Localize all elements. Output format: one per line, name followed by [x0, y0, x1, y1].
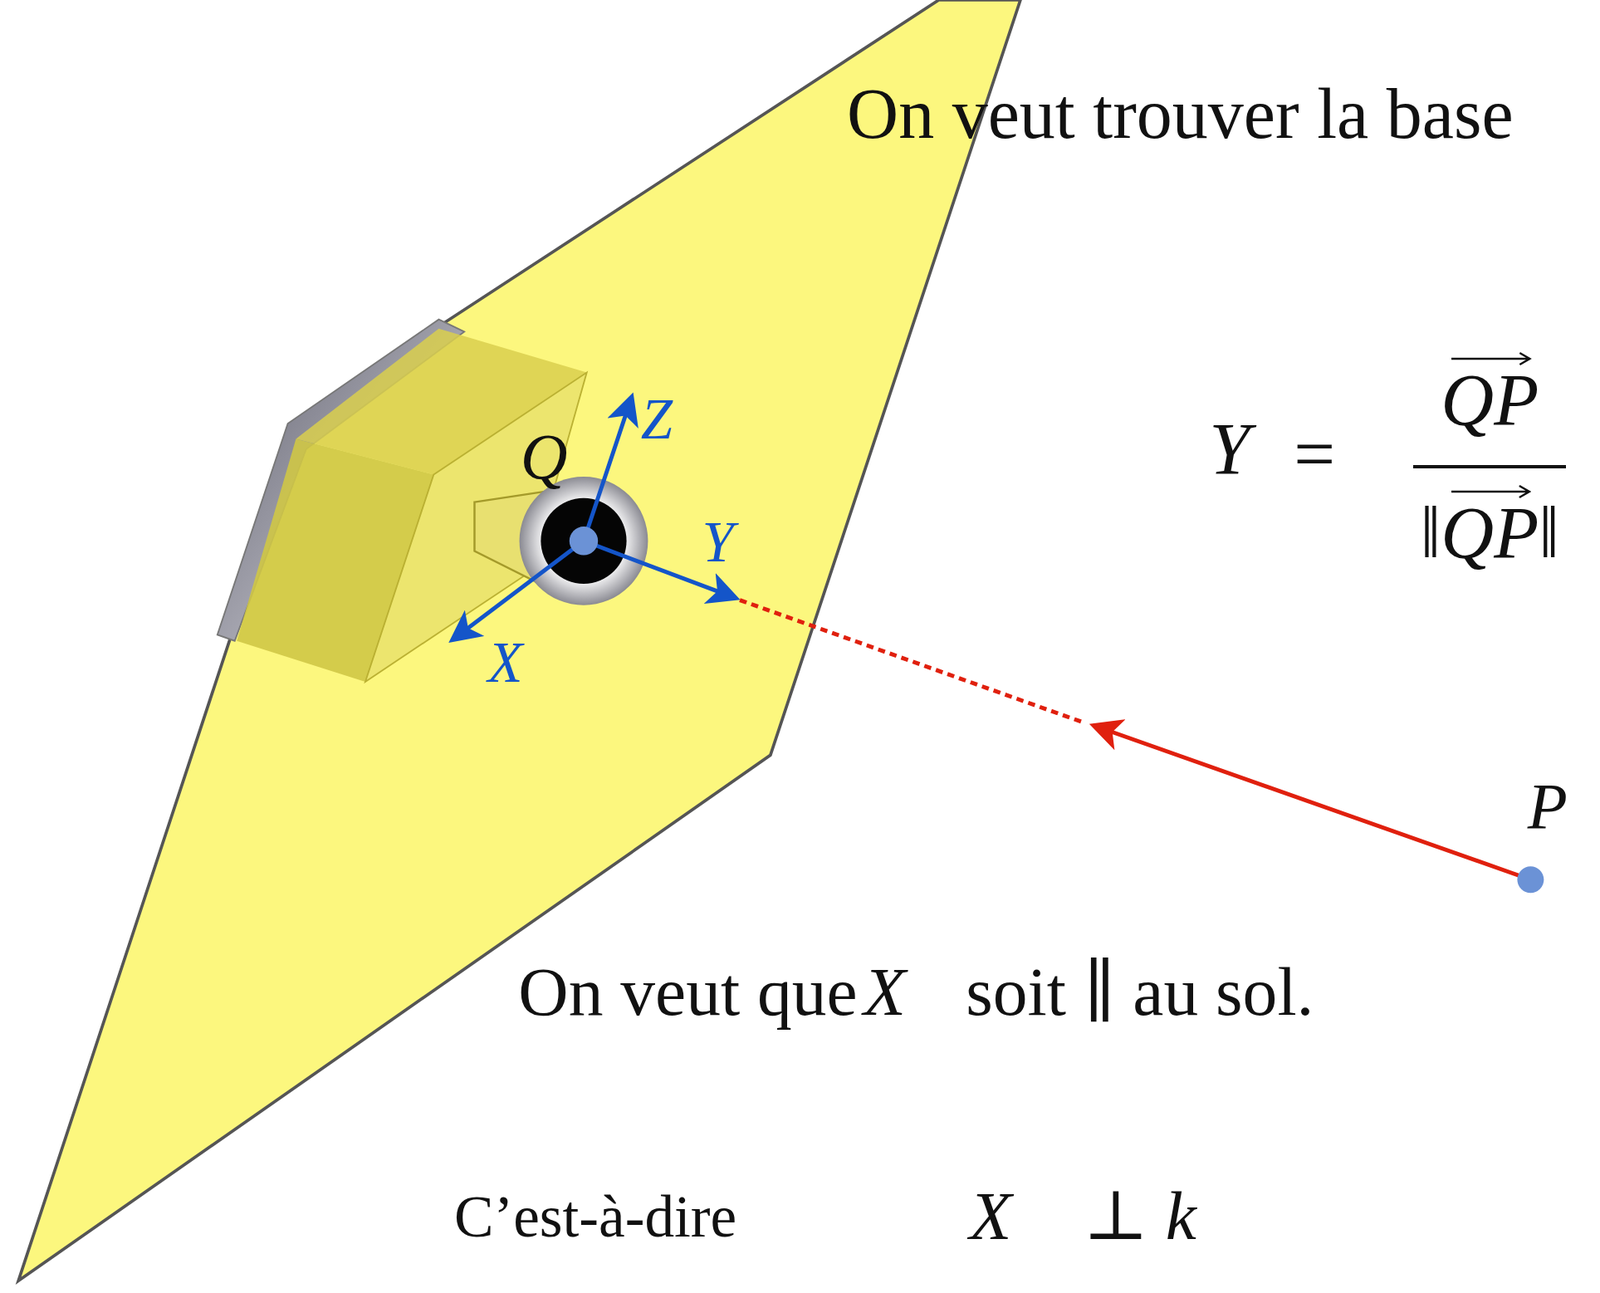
lens-ring [519, 476, 649, 606]
note-text: soit ∥ au sol. [965, 954, 1314, 1031]
note-text: C’est-à-dire [454, 1184, 737, 1249]
axis-label: X⃗ [487, 631, 568, 695]
heading-note: On veut trouver la base [846, 74, 1514, 154]
note-text: On veut que [518, 954, 857, 1031]
axis-label: Y⃗ [702, 511, 779, 575]
formula-numerator: QP [1440, 359, 1539, 441]
formula-condition: X⃗ ⊥ k⃗ [969, 1178, 1251, 1255]
lens [540, 498, 627, 584]
formula-sign: = [1293, 413, 1336, 495]
point-q [569, 526, 598, 555]
formula-term: Y⃗ [1208, 408, 1307, 490]
point-p [1516, 866, 1544, 893]
ground-plane [18, 0, 1021, 1281]
z-axis [583, 400, 632, 542]
ray-p-to-q [1096, 726, 1531, 880]
formula-denominator: ‖QP‖ [1419, 492, 1560, 573]
point-label: Q [520, 420, 568, 494]
fraction-bar [1413, 464, 1566, 469]
note-vector: X⃗ [863, 954, 960, 1031]
vector-arrow [1450, 351, 1532, 367]
hidden-ray [739, 600, 1084, 723]
vector-arrow [1450, 484, 1532, 500]
point-label: P [1527, 770, 1568, 843]
x-axis [455, 540, 584, 638]
axis-label: Z⃗ [640, 388, 718, 452]
